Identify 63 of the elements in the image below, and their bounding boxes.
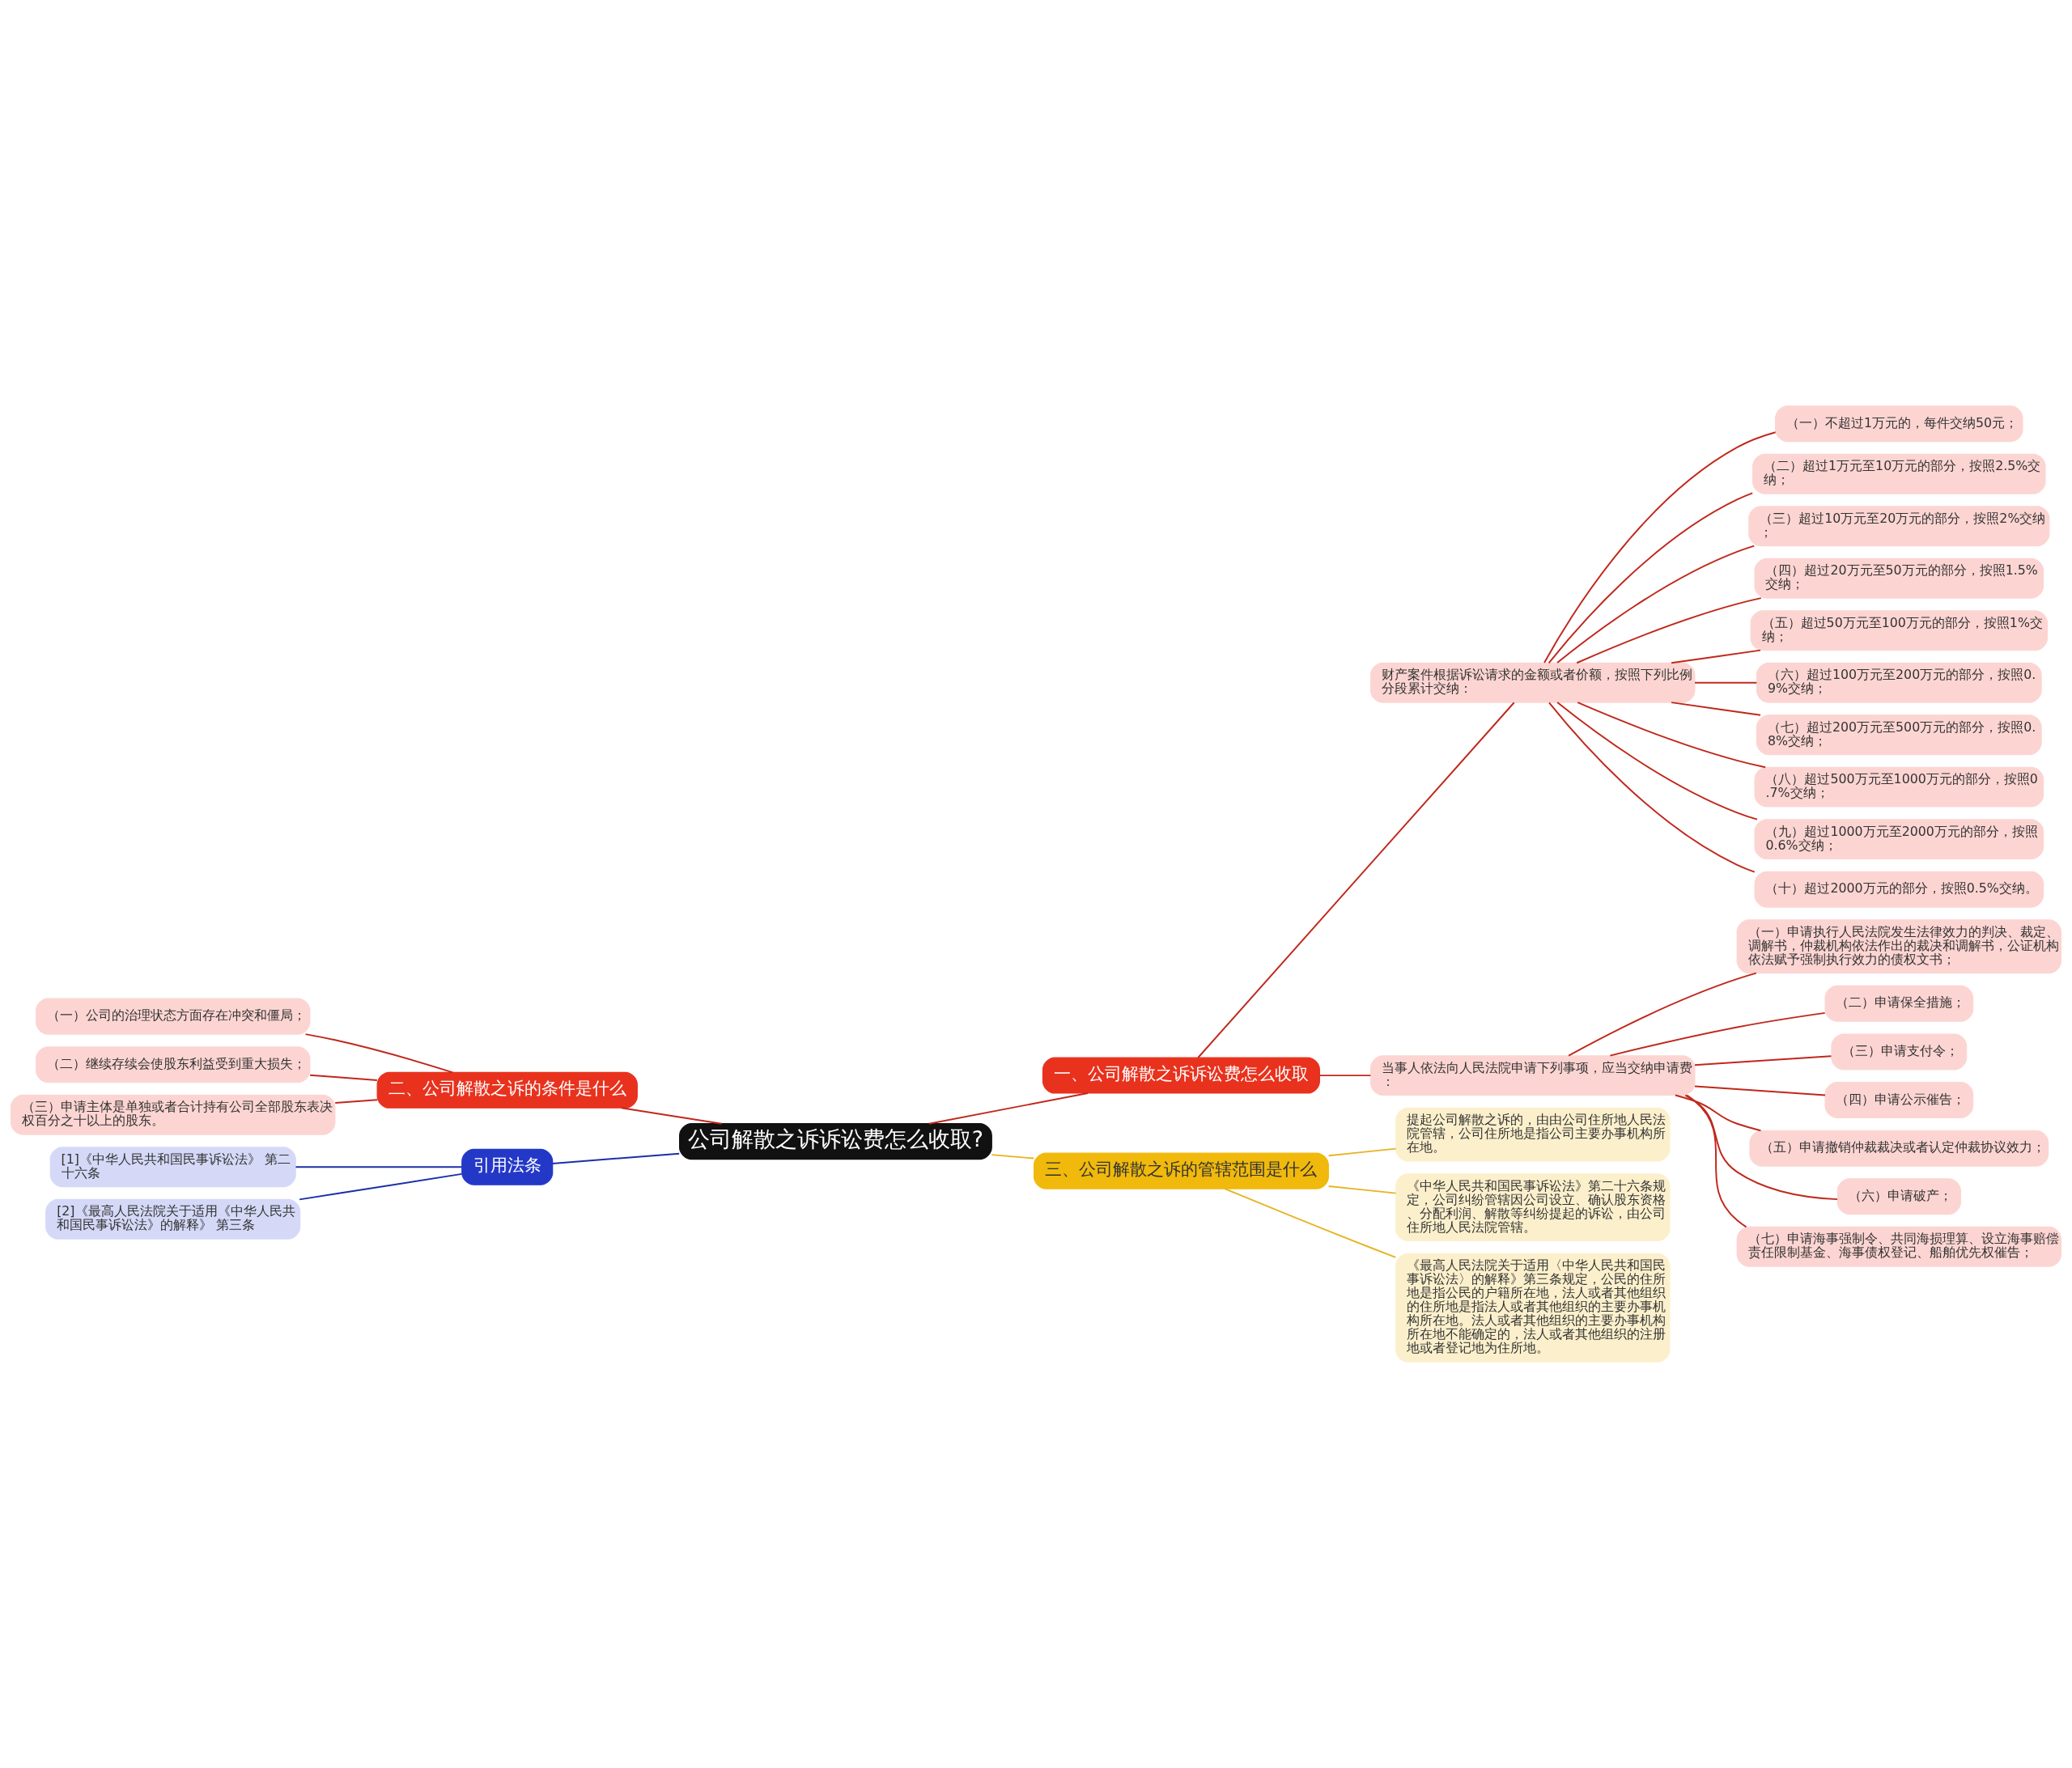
connector [1671, 649, 1762, 664]
node-box: 公司解散之诉诉讼费怎么收取? [679, 1123, 992, 1160]
connector [1686, 1094, 1747, 1228]
connector [309, 1074, 378, 1082]
connector [1684, 1094, 1839, 1201]
connector [1543, 431, 1777, 664]
node-box: （三）申请主体是单独或者合计持有公司全部股东表决权百分之十以上的股东。 [10, 1094, 336, 1135]
node-box: 当事人依法向人民法院申请下列事项，应当交纳申请费： [1370, 1055, 1696, 1096]
connector [1318, 1075, 1372, 1077]
node-box: 三、公司解散之诉的管辖范围是什么 [1033, 1152, 1329, 1189]
connector [1674, 1094, 1762, 1132]
connector [334, 1099, 378, 1104]
connector [1609, 1011, 1826, 1057]
connector [1694, 1055, 1832, 1066]
node-box: 二、公司解散之诉的条件是什么 [376, 1071, 638, 1109]
node-box: [2]《最高人民法院关于适用《中华人民共和国民事诉讼法》的解释》 第三条 [45, 1198, 301, 1240]
node-box: （一）申请执行人民法院发生法律效力的判决、裁定、调解书，仲裁机构依法作出的裁决和调解书，公证机构依法赋予强制执行效力的债权文书； [1736, 919, 2062, 974]
connector [620, 1107, 723, 1125]
node-box: （六）申请破产； [1836, 1178, 1961, 1215]
node-box: （七）申请海事强制令、共同海损理算、设立海事赔偿责任限制基金、海事债权登记、船舶优先权催告； [1736, 1226, 2062, 1267]
connector [299, 1172, 463, 1201]
connector [1568, 972, 1757, 1057]
node-box: （二）继续存续会使股东利益受到重大损失； [36, 1046, 311, 1083]
connector [928, 1092, 1089, 1125]
connector [1224, 1188, 1397, 1258]
connector [304, 1033, 454, 1074]
node-box: 财产案件根据诉讼请求的金额或者价额，按照下列比例分段累计交纳： [1370, 662, 1696, 703]
node-box: （一）不超过1万元的，每件交纳50元； [1775, 405, 2023, 443]
connector [1556, 702, 1758, 820]
connector [1671, 702, 1762, 716]
connector [1197, 702, 1515, 1058]
node-box: （三）超过10万元至20万元的部分，按照2%交纳； [1748, 506, 2050, 547]
connector [551, 1152, 681, 1164]
connector [1576, 597, 1762, 664]
node-box: （三）申请支付令； [1831, 1033, 1968, 1071]
connector [1556, 545, 1756, 664]
connector [295, 1166, 463, 1168]
node-box: [1]《中华人民共和国民事诉讼法》 第二十六条 [49, 1147, 296, 1188]
node-box: （七）超过200万元至500万元的部分，按照0.8%交纳； [1756, 714, 2042, 756]
node-box: 《中华人民共和国民事诉讼法》第二十六条规定，公司纠纷管辖因公司设立、确认股东资格、分配利润、解散等纠纷提起的诉讼，由公司住所地人民法院管辖。 [1395, 1173, 1671, 1242]
node-box: 《最高人民法院关于适用〈中华人民共和国民事诉讼法〉的解释》第三条规定，公民的住所地是指公民的户籍所在地，法人或者其他组织的住所地是指法人或者其他组织的主要办事机构所在地。法人或者其他组织的主要办事机构所在地不能确定的，法人或者其他组织的注册地或者登记地为住所地。 [1395, 1253, 1671, 1363]
connector [1327, 1185, 1397, 1194]
node-box: （四）申请公示催告； [1824, 1082, 1974, 1119]
connector [1694, 681, 1758, 684]
node-box: （五）超过50万元至100万元的部分，按照1%交纳； [1750, 610, 2048, 651]
node-box: 一、公司解散之诉诉讼费怎么收取 [1042, 1057, 1320, 1094]
node-box: （九）超过1000万元至2000万元的部分，按照0.6%交纳； [1754, 819, 2044, 860]
connector [1577, 702, 1767, 769]
node-box: （一）公司的治理状态方面存在冲突和僵局； [36, 998, 311, 1035]
node-box: （二）超过1万元至10万元的部分，按照2.5%交纳； [1752, 453, 2046, 494]
node-box: （六）超过100万元至200万元的部分，按照0.9%交纳； [1756, 662, 2042, 703]
node-box: （十）超过2000万元的部分，按照0.5%交纳。 [1754, 871, 2044, 908]
connector [1548, 702, 1756, 873]
connector [1548, 492, 1754, 664]
node-box: 提起公司解散之诉的，由由公司住所地人民法院管辖，公司住所地是指公司主要办事机构所在地。 [1395, 1107, 1671, 1162]
connector [991, 1154, 1035, 1160]
connector [1327, 1147, 1397, 1157]
node-box: （五）申请撤销仲裁裁决或者认定仲裁协议效力； [1749, 1130, 2049, 1167]
node-box: （八）超过500万元至1000万元的部分，按照0.7%交纳； [1754, 766, 2044, 808]
node-box: 引用法条 [461, 1148, 554, 1185]
node-box: （二）申请保全措施； [1824, 985, 1974, 1022]
node-box: （四）超过20万元至50万元的部分，按照1.5%交纳； [1754, 558, 2044, 599]
connector [1694, 1085, 1827, 1096]
